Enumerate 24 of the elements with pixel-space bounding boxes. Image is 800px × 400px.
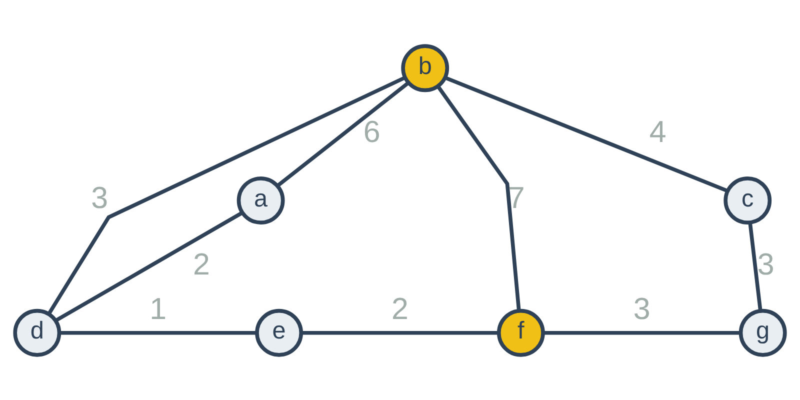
connector: [543, 330, 741, 334]
edge-label: 1: [150, 292, 167, 326]
node-circle: b: [401, 44, 450, 92]
edge-label: 3: [757, 246, 774, 281]
connector: [59, 330, 257, 334]
node-circle: f: [496, 308, 545, 356]
node-circle: g: [738, 308, 787, 356]
node-circle: d: [13, 308, 62, 356]
connector: [748, 222, 762, 310]
edge-label: 3: [633, 292, 650, 326]
edge-label: 2: [392, 292, 408, 326]
connector: [47, 75, 406, 314]
connector: [54, 210, 244, 322]
connector: [301, 330, 499, 334]
edge-label: 6: [363, 114, 380, 148]
node-circle: a: [236, 176, 285, 224]
connector: [276, 81, 410, 187]
edge-label: 3: [91, 180, 108, 215]
connector: [436, 84, 521, 311]
node-circle: e: [255, 308, 304, 356]
node-circle: c: [724, 176, 772, 224]
connector: [444, 76, 728, 192]
edge-label: 2: [193, 246, 210, 281]
edge-label: 4: [649, 114, 666, 148]
